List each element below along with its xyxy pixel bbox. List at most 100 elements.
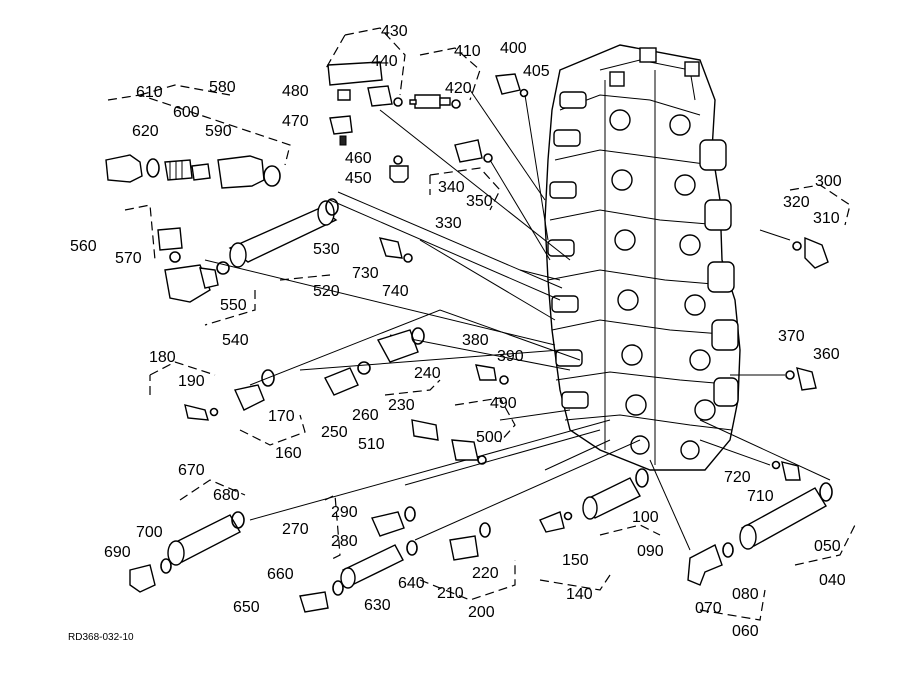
callout-480: 480: [282, 83, 309, 100]
callout-390: 390: [497, 348, 524, 365]
part-fitting-710: [771, 460, 801, 481]
part-plug-450: [389, 155, 409, 183]
callout-500: 500: [476, 429, 503, 446]
callout-430: 430: [381, 23, 408, 40]
callout-250: 250: [321, 424, 348, 441]
part-assembly-200: [449, 522, 491, 561]
callout-680: 680: [213, 487, 240, 504]
callout-410: 410: [454, 43, 481, 60]
part-assembly-580: [105, 154, 281, 189]
callout-405: 405: [523, 63, 550, 80]
callout-700: 700: [136, 524, 163, 541]
callout-140: 140: [566, 586, 593, 603]
part-tee-560: [157, 227, 230, 303]
callout-710: 710: [747, 488, 774, 505]
callout-520: 520: [313, 283, 340, 300]
callout-540: 540: [222, 332, 249, 349]
part-cylinder-520: [228, 198, 339, 268]
callout-610: 610: [136, 84, 163, 101]
callout-640: 640: [398, 575, 425, 592]
group-brackets: [107, 27, 856, 621]
callout-060: 060: [732, 623, 759, 640]
callout-510: 510: [358, 436, 385, 453]
callout-160: 160: [275, 445, 302, 462]
callout-330: 330: [435, 215, 462, 232]
callout-230: 230: [388, 397, 415, 414]
part-fitting-340: [454, 139, 493, 163]
callout-660: 660: [267, 566, 294, 583]
callout-740: 740: [382, 283, 409, 300]
callout-070: 070: [695, 600, 722, 617]
callout-340: 340: [438, 179, 465, 196]
part-fitting-400: [495, 73, 529, 98]
callout-490: 490: [490, 395, 517, 412]
callout-630: 630: [364, 597, 391, 614]
part-block-440: [327, 61, 403, 146]
callout-720: 720: [724, 469, 751, 486]
part-fitting-730: [378, 237, 413, 263]
callout-150: 150: [562, 552, 589, 569]
callout-690: 690: [104, 544, 131, 561]
callout-100: 100: [632, 509, 659, 526]
callout-460: 460: [345, 150, 372, 167]
drawing-code: RD368-032-10: [68, 632, 134, 643]
part-assembly-670: [129, 511, 245, 593]
callout-360: 360: [813, 346, 840, 363]
callout-560: 560: [70, 238, 97, 255]
callout-670: 670: [178, 462, 205, 479]
callout-320: 320: [783, 194, 810, 211]
part-elbow-070: [687, 542, 734, 586]
callout-190: 190: [178, 373, 205, 390]
callout-210: 210: [437, 585, 464, 602]
part-assembly-230: [324, 327, 425, 396]
callout-280: 280: [331, 533, 358, 550]
callout-310: 310: [813, 210, 840, 227]
callout-290: 290: [331, 504, 358, 521]
callout-550: 550: [220, 297, 247, 314]
part-assembly-490: [411, 419, 487, 465]
part-fitting-380: [475, 364, 509, 385]
callout-090: 090: [637, 543, 664, 560]
leader-lines: [204, 89, 831, 551]
callout-labels: 430 440 480 470 460 450 410 420 400 405 …: [70, 23, 846, 640]
callout-620: 620: [132, 123, 159, 140]
callout-600: 600: [173, 104, 200, 121]
callout-080: 080: [732, 586, 759, 603]
callout-270: 270: [282, 521, 309, 538]
part-fitting-270: [371, 506, 416, 537]
part-plug-360: [785, 367, 817, 391]
part-assembly-630: [299, 540, 418, 613]
callout-040: 040: [819, 572, 846, 589]
callout-050: 050: [814, 538, 841, 555]
callout-370: 370: [778, 328, 805, 345]
callout-350: 350: [466, 193, 493, 210]
callout-590: 590: [205, 123, 232, 140]
callout-580: 580: [209, 79, 236, 96]
control-valve-body: [544, 44, 741, 471]
callout-220: 220: [472, 565, 499, 582]
callout-730: 730: [352, 265, 379, 282]
callout-470: 470: [282, 113, 309, 130]
callout-380: 380: [462, 332, 489, 349]
callout-400: 400: [500, 40, 527, 57]
callout-420: 420: [445, 80, 472, 97]
callout-180: 180: [149, 349, 176, 366]
part-cylinder-040: [739, 482, 833, 550]
callout-260: 260: [352, 407, 379, 424]
callout-650: 650: [233, 599, 260, 616]
callout-240: 240: [414, 365, 441, 382]
part-plug-310: [792, 236, 829, 269]
part-pin-190: [184, 404, 219, 421]
callout-170: 170: [268, 408, 295, 425]
callout-200: 200: [468, 604, 495, 621]
part-pin-420: [409, 94, 461, 109]
part-cylinder-090: [582, 468, 649, 520]
part-fitting-150: [539, 511, 573, 533]
callout-570: 570: [115, 250, 142, 267]
callout-450: 450: [345, 170, 372, 187]
part-fitting-170: [234, 369, 275, 411]
callout-440: 440: [371, 53, 398, 70]
callout-530: 530: [313, 241, 340, 258]
